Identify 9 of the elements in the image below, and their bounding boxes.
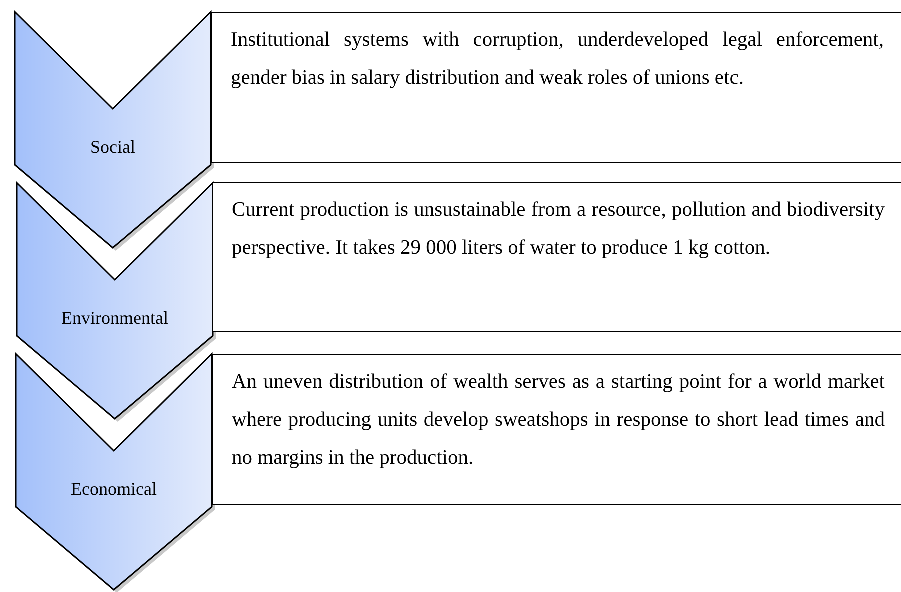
category-label: Social [90,137,136,158]
description-box [212,182,901,332]
description-text: An uneven distribution of wealth serves as a starting point for a world market where producing units develop sweatshops in response to short lead times and no margins in the production. [232,370,885,471]
category-label: Environmental [60,308,170,329]
description-text: Current production is unsustainable from a resource, pollution and biodiversity perspective. It takes 29 000 liters of water to produce 1 kg cotton. [232,198,885,261]
category-label: Economical [70,479,158,500]
description-box [212,354,901,505]
description-box [211,12,901,163]
description-text: Institutional systems with corruption, underdeveloped legal enforcement, gender bias in salary distribution and weak roles of unions etc. [231,28,884,91]
